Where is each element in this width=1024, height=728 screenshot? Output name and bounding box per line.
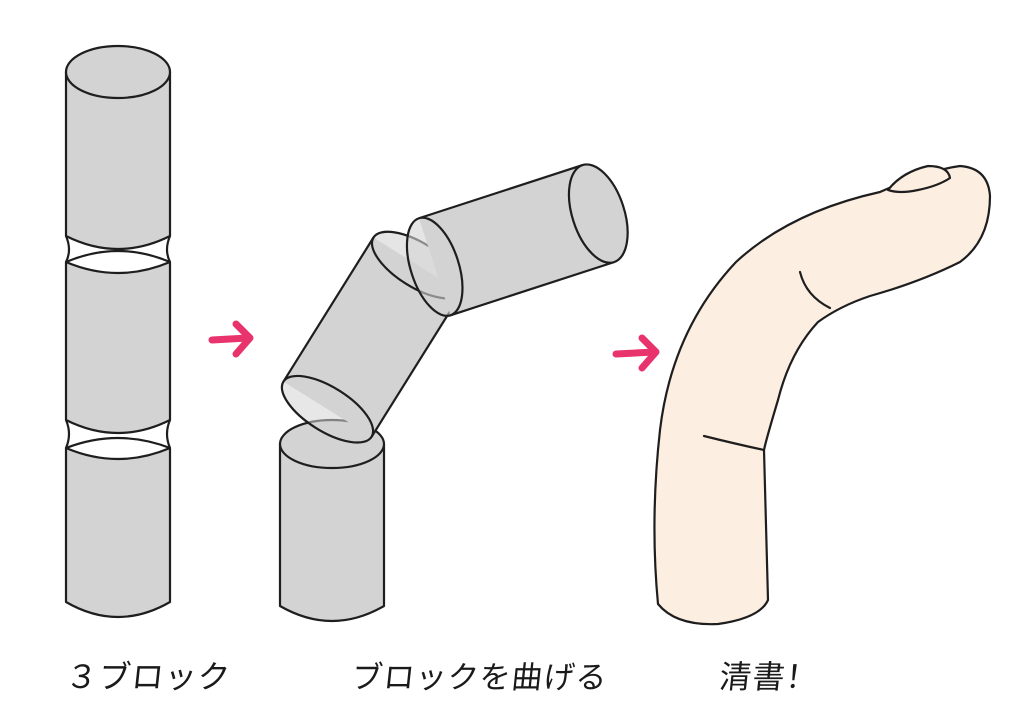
block-middle	[64, 260, 172, 434]
block-middle-top-rim	[65, 249, 171, 264]
knuckle-crease-lower	[702, 434, 766, 452]
neck-upper	[64, 235, 172, 263]
block-bottom	[64, 446, 172, 618]
arrow-right-icon-2	[612, 334, 660, 372]
caption-bend-blocks: ブロックを曲げる	[349, 660, 610, 696]
knuckle-crease-upper	[798, 270, 832, 310]
bent-block-top-near-cap	[405, 216, 464, 317]
finger-outline	[653, 164, 992, 626]
caption-three-blocks: ３ブロック	[63, 658, 233, 696]
straight-three-block-column	[64, 44, 172, 618]
bent-three-block-column	[278, 163, 629, 622]
neck-lower	[64, 419, 172, 449]
bent-block-middle-bottom-rim	[280, 374, 375, 444]
arrow-right-icon-1	[208, 320, 254, 358]
bent-block-bottom	[278, 442, 386, 622]
bent-block-top-end-cap	[567, 163, 629, 264]
caption-clean-up: 清書！	[717, 658, 821, 696]
block-top-cap	[64, 44, 172, 100]
block-bottom-top-rim	[65, 436, 171, 450]
fingernail	[886, 164, 952, 194]
finished-finger	[653, 164, 992, 626]
